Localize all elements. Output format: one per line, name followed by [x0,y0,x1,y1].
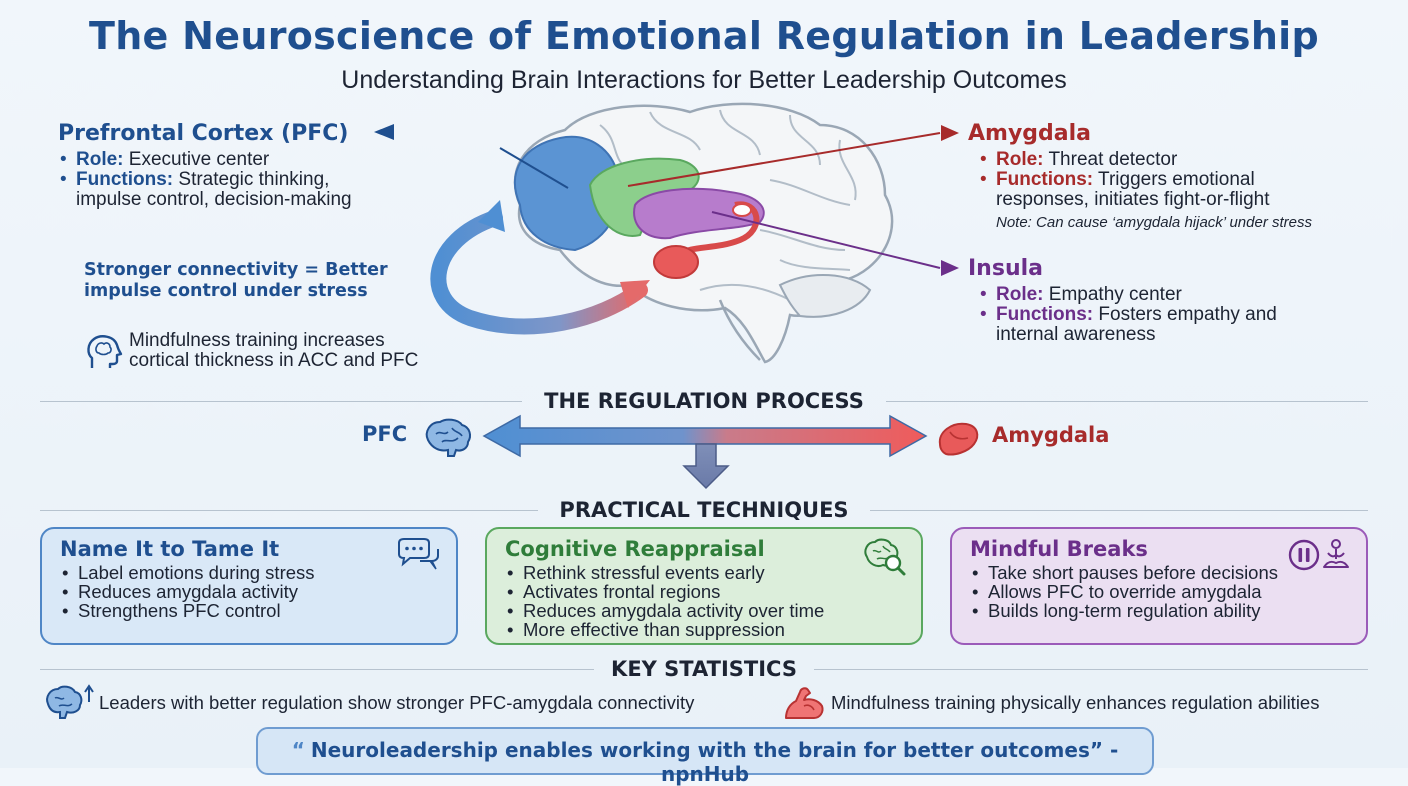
connectivity-line1: Stronger connectivity = Better [84,260,388,280]
technique-card-mindful-breaks: Mindful Breaks Take short pauses before … [950,527,1368,645]
connectivity-loop-arrow [430,210,648,335]
pfc-functions-line1: Strategic thinking, [178,169,330,190]
insula-title: Insula [968,256,1043,281]
pfc-role: Executive center [128,149,270,170]
technique-title: Cognitive Reappraisal [505,537,765,561]
insula-bullets: Role: Empathy center Functions: Fosters … [978,285,1378,345]
regulation-double-arrow [482,414,928,490]
amygdala-role: Threat detector [1048,149,1178,170]
flexed-arm-icon [785,687,824,719]
pause-meditation-icon [1288,539,1349,571]
insula-pointer-arrowhead [941,260,959,276]
technique-bullets: Rethink stressful events early Activates… [505,563,903,639]
insula-functions-line2: internal awareness [996,324,1156,345]
mindfulness-note-line1: Mindfulness training increases [129,330,385,351]
list-item: Reduces amygdala activity [60,582,438,601]
speech-bubbles-icon [398,538,439,570]
pfc-functions-label: Functions: [76,169,174,190]
quote-text: Neuroleadership enables working with the… [310,738,1119,786]
stat-mindfulness-training: Mindfulness training physically enhances… [831,692,1320,713]
pfc-bullets: Role: Executive center Functions: Strate… [58,150,438,210]
amygdala-icon [938,422,979,456]
amygdala-functions-line2: responses, initiates fight-or-flight [996,189,1270,210]
technique-card-reappraisal: Cognitive Reappraisal Rethink stressful … [485,527,923,645]
brain-growth-icon [46,684,94,719]
head-brain-icon [87,335,123,368]
techniques-divider: PRACTICAL TECHNIQUES [40,498,1368,522]
amygdala-bullets: Role: Threat detector Functions: Trigger… [978,150,1378,210]
regulation-divider: THE REGULATION PROCESS [40,389,1368,413]
technique-bullets: Label emotions during stress Reduces amy… [60,563,438,620]
insula-role: Empathy center [1048,284,1182,305]
amygdala-functions-label: Functions: [996,169,1094,190]
pfc-pointer-arrowhead [374,124,394,140]
stats-divider: KEY STATISTICS [40,657,1368,681]
amygdala-title: Amygdala [968,121,1092,146]
pfc-description: Prefrontal Cortex (PFC) Role: Executive … [58,121,438,210]
list-item: Strengthens PFC control [60,601,438,620]
insula-region [633,187,765,240]
techniques-heading: PRACTICAL TECHNIQUES [559,498,849,522]
insula-functions-label: Functions: [996,304,1094,325]
regulation-heading: THE REGULATION PROCESS [544,389,864,413]
connectivity-line2: impulse control under stress [84,281,368,301]
quote-box: “Neuroleadership enables working with th… [256,727,1154,786]
insula-description: Insula Role: Empathy center Functions: F… [968,256,1378,345]
pfc-title: Prefrontal Cortex (PFC) [58,121,349,146]
stats-heading: KEY STATISTICS [611,657,797,681]
amygdala-functions-line1: Triggers emotional [1098,169,1255,190]
quote-mark: “ [291,738,305,762]
regulation-pfc-label: PFC [362,422,408,446]
amygdala-region [653,245,699,279]
list-item: Builds long-term regulation ability [970,601,1348,620]
connectivity-note: Stronger connectivity = Better impulse c… [84,260,414,302]
insula-role-label: Role: [996,284,1044,305]
page-subtitle: Understanding Brain Interactions for Bet… [341,66,1067,94]
list-item: Take short pauses before decisions [970,563,1348,582]
list-item: Label emotions during stress [60,563,438,582]
amygdala-role-label: Role: [996,149,1044,170]
technique-bullets: Take short pauses before decisions Allow… [970,563,1348,620]
list-item: Allows PFC to override amygdala [970,582,1348,601]
list-item: More effective than suppression [505,620,903,639]
brain-diagram [430,102,941,364]
amygdala-pointer-arrowhead [941,125,959,141]
technique-title: Name It to Tame It [60,537,280,561]
regulation-amygdala-label: Amygdala [992,423,1110,447]
pfc-role-label: Role: [76,149,124,170]
brain-icon [425,418,471,457]
cerebellum [778,273,872,318]
list-item: Reduces amygdala activity over time [505,601,903,620]
amygdala-note: Note: Can cause ‘amygdala hijack’ under … [996,214,1312,231]
page-title: The Neuroscience of Emotional Regulation… [88,14,1320,58]
insula-functions-line1: Fosters empathy and [1098,304,1277,325]
list-item: Activates frontal regions [505,582,903,601]
mindfulness-note-line2: cortical thickness in ACC and PFC [129,350,419,371]
pfc-functions-line2: impulse control, decision-making [76,189,352,210]
mindfulness-note: Mindfulness training increases cortical … [129,331,489,371]
technique-card-name-it: Name It to Tame It Label emotions during… [40,527,458,645]
list-item: Rethink stressful events early [505,563,903,582]
technique-title: Mindful Breaks [970,537,1148,561]
brain-search-icon [864,538,906,576]
amygdala-description: Amygdala Role: Threat detector Functions… [968,121,1378,231]
stat-leaders-connectivity: Leaders with better regulation show stro… [99,692,695,713]
